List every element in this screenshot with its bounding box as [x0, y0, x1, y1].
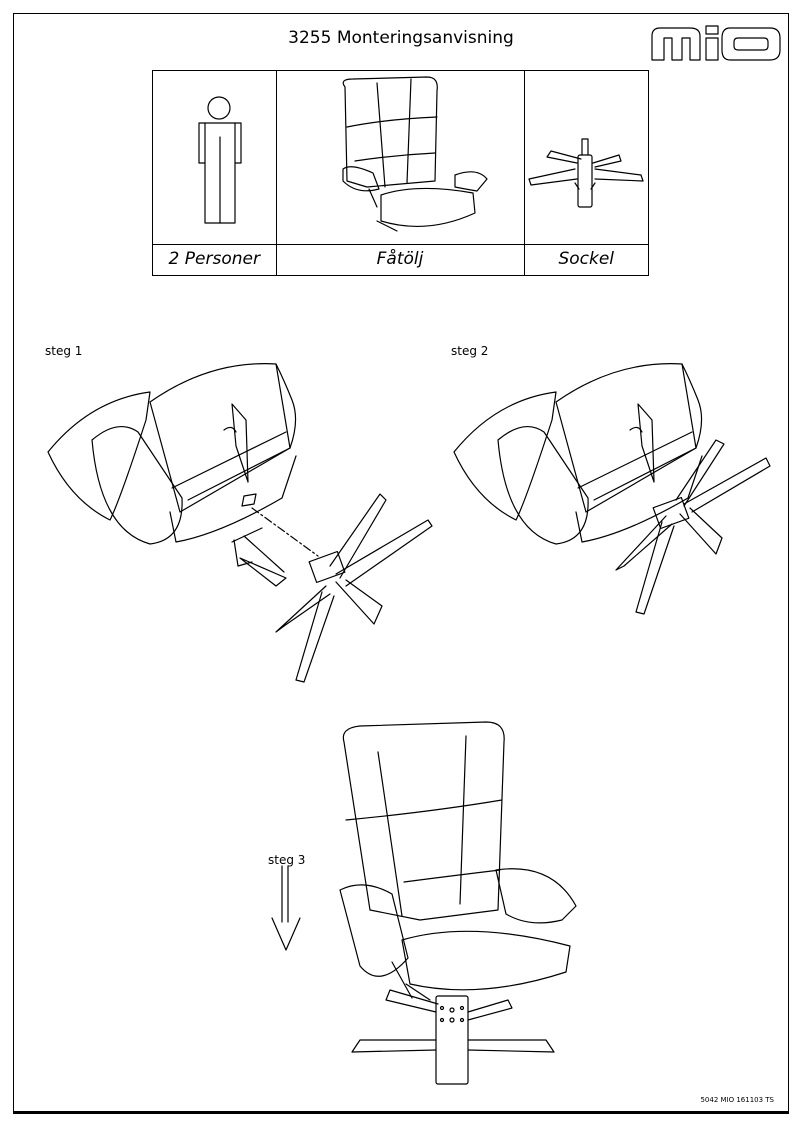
- page-title: 3255 Monteringsanvisning: [288, 28, 514, 48]
- document-code: 5042 MIO 161103 TS: [700, 1096, 774, 1104]
- part-label: 2 Personer: [168, 249, 260, 269]
- swivel-base-icon: [527, 138, 644, 208]
- step-3-label: steg 3: [268, 853, 306, 867]
- parts-table: 2 Personer Fåtölj Sockel: [152, 70, 649, 276]
- person-icon: [198, 96, 242, 224]
- part-label: Sockel: [558, 249, 615, 269]
- bottom-rule: [13, 1111, 789, 1114]
- part-armchair: Fåtölj: [276, 71, 525, 275]
- page-frame: [13, 13, 789, 1113]
- step-2-label: steg 2: [451, 344, 489, 358]
- armchair-icon: [341, 76, 488, 232]
- part-base: Sockel: [524, 71, 648, 275]
- part-persons: 2 Personer: [153, 71, 277, 275]
- mio-logo: [651, 25, 781, 61]
- step-1-label: steg 1: [45, 344, 83, 358]
- part-label: Fåtölj: [376, 249, 424, 269]
